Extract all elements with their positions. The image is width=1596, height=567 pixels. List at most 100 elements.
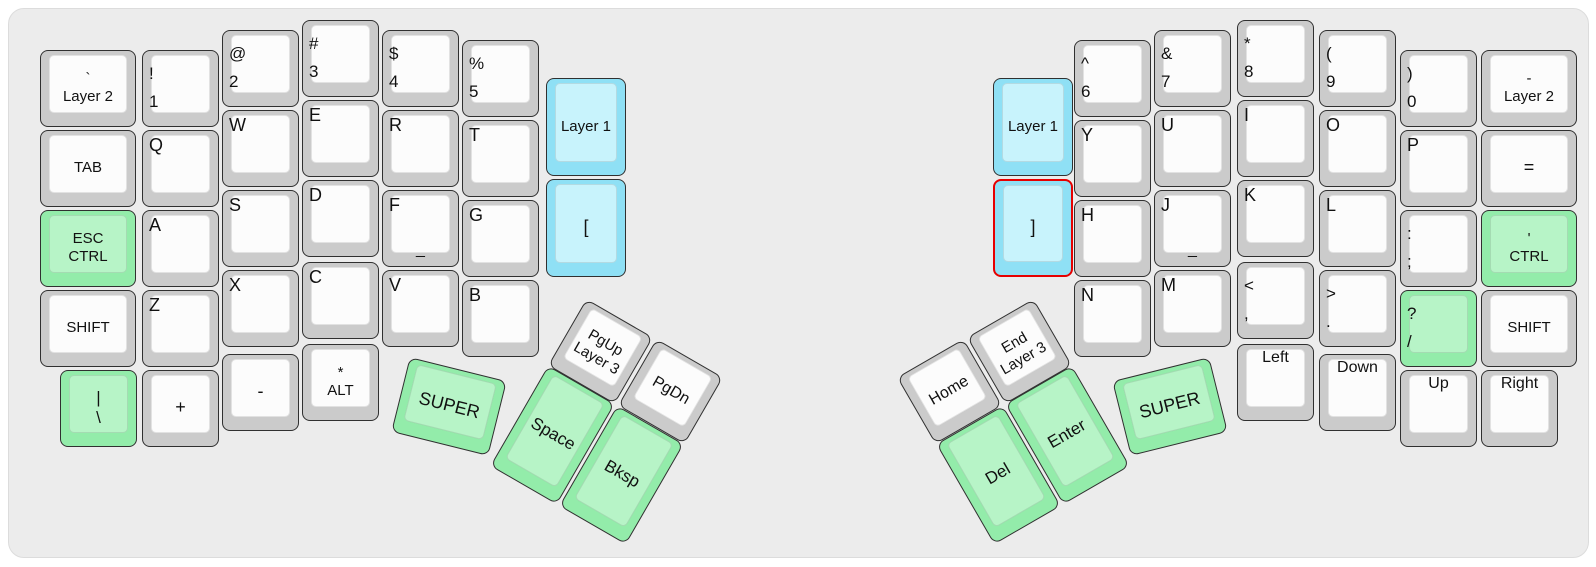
key-right-bracket[interactable]: ] (993, 179, 1073, 277)
key-legends: Layer 1 (547, 79, 625, 175)
key-x[interactable]: X (222, 270, 299, 347)
key-legend: X (229, 275, 242, 295)
key-l[interactable]: L (1319, 190, 1396, 267)
key-legend: Z (149, 295, 160, 315)
key-minus[interactable]: - (222, 354, 299, 431)
key-legend: : (1407, 223, 1412, 243)
key-dollar-4[interactable]: $4 (382, 30, 459, 107)
keycap-top (391, 35, 450, 93)
key-f[interactable]: F_ (382, 190, 459, 267)
key-legend: ESC (72, 230, 104, 248)
key-up-arrow[interactable]: Up (1400, 370, 1477, 447)
key-legend: 6 (1081, 82, 1091, 101)
key-exclamation-1[interactable]: !1 (142, 50, 219, 127)
key-legend: B (469, 285, 482, 305)
key-b[interactable]: B (462, 280, 539, 357)
key-v[interactable]: V (382, 270, 459, 347)
key-g[interactable]: G (462, 200, 539, 277)
key-e[interactable]: E (302, 100, 379, 177)
keycap-top (311, 25, 370, 83)
key-asterisk-8[interactable]: *8 (1237, 20, 1314, 97)
key-legend: K (1244, 185, 1257, 205)
key-less-comma[interactable]: <, (1237, 262, 1314, 339)
key-left-bracket[interactable]: [ (546, 179, 626, 277)
key-h[interactable]: H (1074, 200, 1151, 277)
key-caret-6[interactable]: ^6 (1074, 40, 1151, 117)
key-dash-layer2[interactable]: -Layer 2 (1481, 50, 1577, 127)
key-m[interactable]: M (1154, 270, 1231, 347)
key-r[interactable]: R (382, 110, 459, 187)
key-q[interactable]: Q (142, 130, 219, 207)
key-legend: Layer 2 (1503, 88, 1555, 105)
key-t[interactable]: T (462, 120, 539, 197)
key-tab[interactable]: TAB (40, 130, 136, 207)
key-question-slash[interactable]: ?/ (1400, 290, 1477, 367)
key-asterisk-alt[interactable]: *ALT (302, 344, 379, 421)
key-legends: H (1075, 201, 1150, 276)
key-super-right[interactable]: SUPER (1112, 357, 1228, 456)
key-right-arrow[interactable]: Right (1481, 370, 1558, 447)
key-legend: 7 (1161, 72, 1171, 91)
key-legend: ? (1407, 303, 1417, 323)
key-i[interactable]: I (1237, 100, 1314, 177)
key-bottom-legend: _ (1188, 241, 1197, 258)
key-hash-3[interactable]: #3 (302, 20, 379, 97)
key-z[interactable]: Z (142, 290, 219, 367)
key-shift-right[interactable]: SHIFT (1481, 290, 1577, 367)
key-p[interactable]: P (1400, 130, 1477, 207)
key-at-2[interactable]: @2 (222, 30, 299, 107)
key-y[interactable]: Y (1074, 120, 1151, 197)
key-equals[interactable]: = (1481, 130, 1577, 207)
key-shift-left[interactable]: SHIFT (40, 290, 136, 367)
key-legend: ' (1527, 230, 1531, 248)
key-percent-5[interactable]: %5 (462, 40, 539, 117)
key-colon-semicolon[interactable]: :; (1400, 210, 1477, 287)
key-greater-period[interactable]: >. (1319, 270, 1396, 347)
key-legend: T (469, 125, 480, 145)
keycap-top (49, 55, 127, 113)
key-legend: 3 (309, 62, 319, 81)
key-legend: 5 (469, 82, 479, 101)
key-legend: Space (527, 413, 579, 455)
key-legends: P (1401, 131, 1476, 206)
key-super-left[interactable]: SUPER (391, 357, 507, 456)
key-legend: SHIFT (66, 319, 110, 337)
key-s[interactable]: S (222, 190, 299, 267)
key-pipe-backslash[interactable]: |\ (60, 370, 137, 447)
key-down-arrow[interactable]: Down (1319, 354, 1396, 431)
key-ampersand-7[interactable]: &7 (1154, 30, 1231, 107)
keycap-top (1083, 125, 1142, 183)
key-quote-ctrl[interactable]: 'CTRL (1481, 210, 1577, 287)
key-layer1-right[interactable]: Layer 1 (993, 78, 1073, 176)
keycap-top (49, 295, 127, 353)
key-plus[interactable]: + (142, 370, 219, 447)
key-legend: M (1161, 275, 1176, 295)
key-o[interactable]: O (1319, 110, 1396, 187)
key-k[interactable]: K (1237, 180, 1314, 257)
keycap-top (1328, 359, 1387, 417)
key-paren-9[interactable]: (9 (1319, 30, 1396, 107)
key-c[interactable]: C (302, 262, 379, 339)
keycap-top (1490, 295, 1568, 353)
key-paren-0[interactable]: )0 (1400, 50, 1477, 127)
key-n[interactable]: N (1074, 280, 1151, 357)
keycap-top (391, 195, 450, 253)
key-legend: % (469, 53, 485, 73)
key-w[interactable]: W (222, 110, 299, 187)
key-legend: ! (149, 63, 154, 83)
key-j[interactable]: J_ (1154, 190, 1231, 267)
key-layer1-left[interactable]: Layer 1 (546, 78, 626, 176)
key-grave-layer2[interactable]: `Layer 2 (40, 50, 136, 127)
key-left-arrow[interactable]: Left (1237, 344, 1314, 421)
key-legend: ALT (327, 382, 354, 399)
key-a[interactable]: A (142, 210, 219, 287)
key-legend: W (229, 115, 246, 135)
key-legends: G (463, 201, 538, 276)
key-u[interactable]: U (1154, 110, 1231, 187)
key-legend: SUPER (416, 388, 482, 423)
key-legend: ] (1030, 216, 1036, 237)
key-legend: A (149, 215, 162, 235)
key-d[interactable]: D (302, 180, 379, 257)
